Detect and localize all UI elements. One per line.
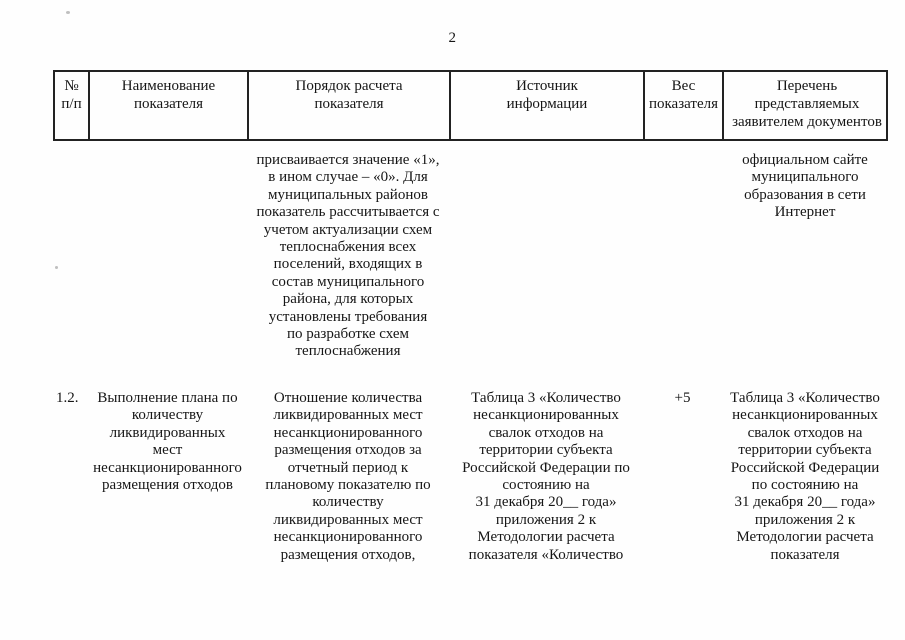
cell-indicator-name: [88, 152, 247, 361]
header-indicator-weight: Вес показателя: [645, 72, 724, 139]
indicators-table: № п/п Наименование показателя Порядок ра…: [53, 70, 888, 564]
cell-documents-list: Таблица 3 «Количество несанкционированны…: [730, 389, 880, 563]
header-information-source: Источник информации: [451, 72, 645, 139]
cell-information-source: Таблица 3 «Количество несанкционированны…: [462, 389, 630, 563]
scan-speck: [66, 11, 70, 14]
page-number: 2: [448, 30, 457, 46]
scan-speck: [55, 266, 58, 269]
cell-indicator-weight: [643, 152, 722, 361]
header-calculation-procedure: Порядок расчета показателя: [249, 72, 451, 139]
header-num: № п/п: [55, 72, 90, 139]
table-row: 1.2. Выполнение плана по количеству ликв…: [53, 390, 888, 564]
table-row: присваивается значение «1», в ином случа…: [53, 152, 888, 361]
cell-num: 1.2.: [56, 389, 79, 406]
header-indicator-name: Наименование показателя: [90, 72, 249, 139]
cell-calculation-procedure: присваивается значение «1», в ином случа…: [256, 152, 440, 360]
cell-calculation-procedure: Отношение количества ликвидированных мес…: [265, 389, 431, 563]
cell-information-source: [449, 152, 643, 361]
cell-indicator-name: Выполнение плана по количеству ликвидиро…: [93, 389, 242, 493]
cell-num: [53, 152, 88, 361]
cell-documents-list: официальном сайте муниципального образов…: [742, 152, 868, 221]
header-documents-list: Перечень представляемых заявителем докум…: [732, 78, 882, 130]
cell-indicator-weight: +5: [674, 389, 691, 406]
table-header-row: № п/п Наименование показателя Порядок ра…: [53, 70, 888, 141]
